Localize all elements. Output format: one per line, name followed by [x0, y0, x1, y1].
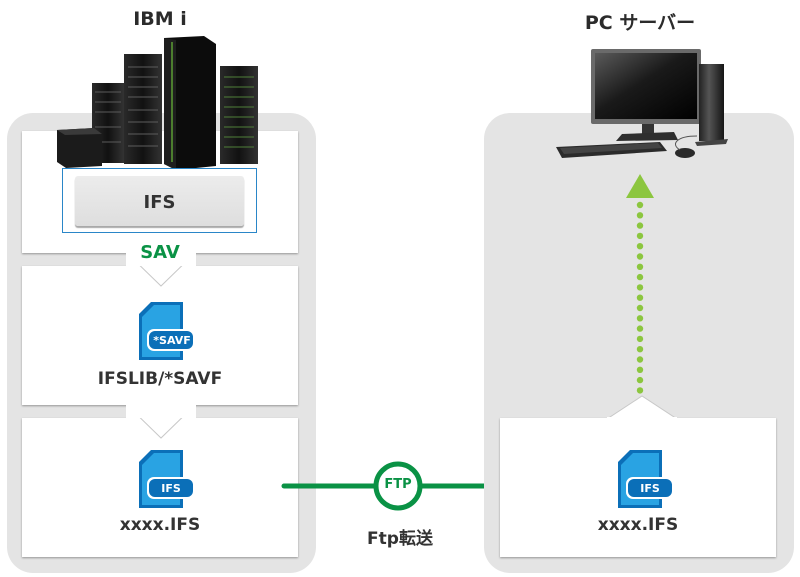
ftp-badge: FTP	[384, 477, 412, 492]
arrow-dot	[636, 325, 644, 332]
ifs-file-icon-left	[139, 450, 195, 508]
arrow-dot	[636, 335, 644, 343]
ifs-badge-text-right: IFS	[640, 482, 660, 495]
savf-badge-text: *SAVF	[153, 334, 191, 347]
arrow-dot	[636, 284, 644, 291]
arrow-dot	[636, 263, 644, 270]
arrow-dot	[636, 356, 644, 363]
arrow-dot	[636, 253, 644, 260]
ftp-transfer-label: Ftp転送	[367, 529, 433, 549]
notch-up	[607, 395, 677, 420]
pc-server-image	[556, 49, 728, 158]
ibm-i-title: IBM i	[133, 8, 187, 30]
ifs-badge-text-left: IFS	[161, 482, 181, 495]
arrow-dot	[636, 376, 644, 384]
arrow-dot	[636, 222, 644, 229]
arrow-dot	[636, 294, 644, 301]
arrow-dot	[636, 387, 644, 394]
ifs-box	[75, 176, 244, 226]
ifs-file-icon-right	[618, 450, 674, 508]
ifs-box-label: IFS	[143, 192, 176, 213]
arrow-dot	[636, 212, 644, 219]
arrow-dot	[636, 315, 644, 322]
arrow-dot	[636, 243, 644, 250]
ibm-servers-image	[57, 36, 258, 170]
savf-file-icon	[139, 302, 195, 360]
ifs-file-label-left: xxxx.IFS	[119, 515, 201, 535]
arrow-dot	[636, 232, 644, 240]
notch-down-2	[126, 404, 196, 439]
arrow-dot	[636, 273, 644, 281]
dotted-arrow-up	[626, 174, 654, 394]
notch-down-1	[126, 252, 196, 287]
ifs-file-label-right: xxxx.IFS	[597, 515, 679, 535]
sav-label: SAV	[140, 242, 180, 263]
arrow-dot	[636, 366, 644, 373]
ftp-transfer-arrow	[281, 461, 514, 511]
pc-server-title: PC サーバー	[584, 12, 696, 34]
arrow-dot	[636, 346, 644, 353]
savf-file-label: IFSLIB/*SAVF	[97, 369, 223, 389]
arrow-dot	[636, 304, 644, 312]
arrow-dot	[636, 201, 644, 209]
